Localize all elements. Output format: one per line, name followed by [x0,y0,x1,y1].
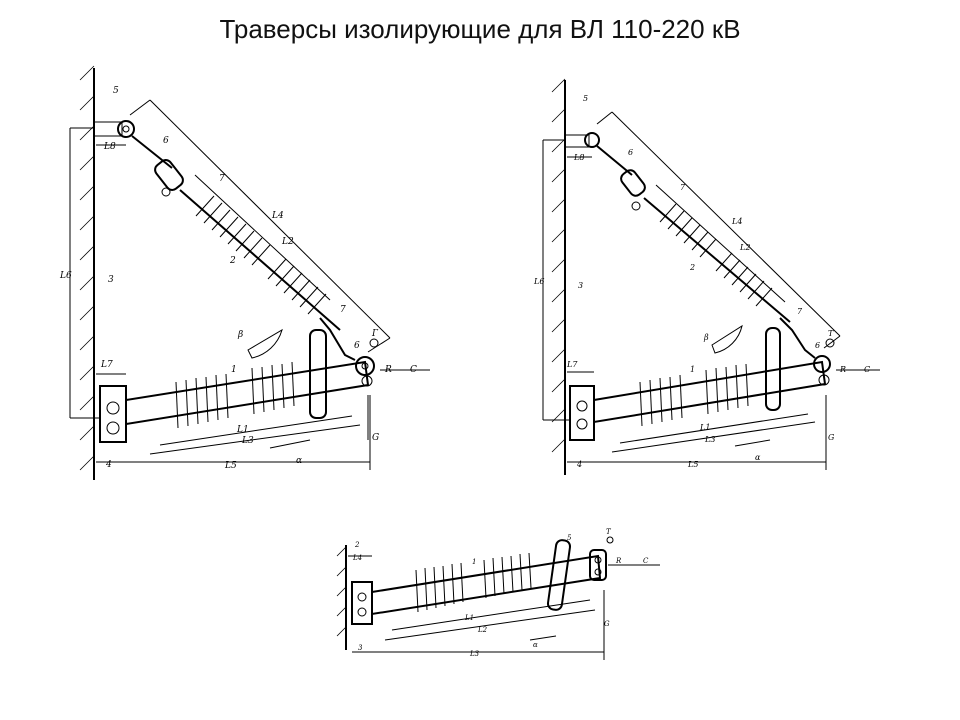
label-L3: L3 [241,436,254,446]
label-R: R [615,557,622,565]
label-T: Г [371,329,379,339]
label-L8: L8 [103,142,116,152]
label-2: 2 [689,263,695,272]
label-1: 1 [231,365,237,375]
label-7: 7 [680,183,686,192]
reference-mark [825,338,835,348]
label-4: 4 [105,460,112,470]
top-bracket [564,134,590,148]
base-bracket [569,385,595,441]
label-L3: L3 [469,650,480,658]
beta-angle-sector [247,328,283,359]
label-L1: L1 [699,423,710,432]
label-T: T [828,329,834,338]
label-6: 6 [163,136,169,146]
wall-hatching [551,78,566,453]
label-L7: L7 [100,360,113,370]
label-R: R [839,365,846,374]
label-alpha: α [533,641,538,649]
label-7b: 7 [797,307,803,316]
suspension-insulator-core [179,189,341,331]
shackle [620,169,646,197]
label-L4: L4 [271,211,284,221]
label-1: 1 [472,558,476,566]
label-7: 7 [219,174,225,184]
label-5: 5 [583,94,588,103]
label-5: 5 [567,534,572,542]
reference-mark [369,338,379,348]
label-beta: β [237,330,243,340]
beta-angle-sector [711,324,743,354]
label-L1: L1 [236,425,249,435]
end-fitting [589,549,607,581]
top-eye [584,132,600,148]
post-insulator-sheds [175,361,295,429]
base-bracket [351,581,373,625]
link-rod [131,135,173,169]
label-4: 4 [576,460,582,469]
label-6b: 6 [815,341,820,350]
wall-hatching [336,546,347,637]
label-L2: L2 [477,626,488,634]
label-G: G [604,620,610,628]
label-3: 3 [358,644,363,652]
lower-link [779,317,816,359]
label-L7: L7 [566,360,578,369]
label-L2: L2 [281,237,294,247]
label-L4: L4 [352,554,362,562]
label-C: C [643,557,649,565]
suspension-insulator-core [643,197,791,323]
label-C: C [410,365,417,375]
page-title: Траверсы изолирующие для ВЛ 110-220 кВ [219,14,741,44]
label-beta: β [703,333,709,342]
suspension-insulator-sheds [659,203,773,307]
label-G: G [828,433,835,442]
label-7b: 7 [340,305,346,315]
label-L4: L4 [731,217,742,226]
top-bracket [93,121,123,137]
post-insulator-body [371,554,602,616]
wall-hatching [79,65,95,471]
post-insulator-body [593,360,827,424]
reference-mark [606,536,614,544]
label-L3: L3 [704,435,715,444]
figure-bottom: 2 L4 1 5 3 L1 L2 L3 α T R C G [336,528,660,660]
label-L6: L6 [533,277,544,286]
label-5: 5 [113,86,119,96]
label-L5: L5 [687,460,698,469]
label-G: G [372,433,379,443]
label-L2: L2 [739,243,750,252]
shackle [154,159,184,191]
label-L6: L6 [59,271,72,281]
label-L5: L5 [224,461,237,471]
label-R: R [384,365,392,375]
label-C: C [864,365,870,374]
label-2: 2 [354,541,360,549]
figure-left: 5 6 7 2 3 7 6 1 4 L8 L7 L6 L4 L2 L1 L3 L… [59,65,430,480]
label-3: 3 [108,275,114,285]
post-insulator-sheds [415,552,532,613]
figure-right: 5 6 7 2 3 7 6 1 4 L8 L7 L6 L4 L2 L1 L3 L… [533,78,880,475]
label-L1: L1 [464,614,474,622]
label-2: 2 [229,256,236,266]
label-6: 6 [628,148,633,157]
label-alpha: α [296,456,302,466]
label-alpha: α [755,453,761,462]
link-rod [596,145,633,176]
label-1: 1 [690,365,695,374]
label-3: 3 [578,281,583,290]
suspension-insulator-sheds [195,195,327,315]
strut [546,539,572,611]
top-eye [117,120,135,138]
lower-link [319,317,356,361]
strut [309,329,327,419]
end-eye [355,356,375,376]
post-insulator-body [125,360,370,426]
label-T: T [606,528,612,536]
label-L8: L8 [573,153,584,162]
post-insulator-sheds [639,363,749,427]
label-6b: 6 [354,341,360,351]
